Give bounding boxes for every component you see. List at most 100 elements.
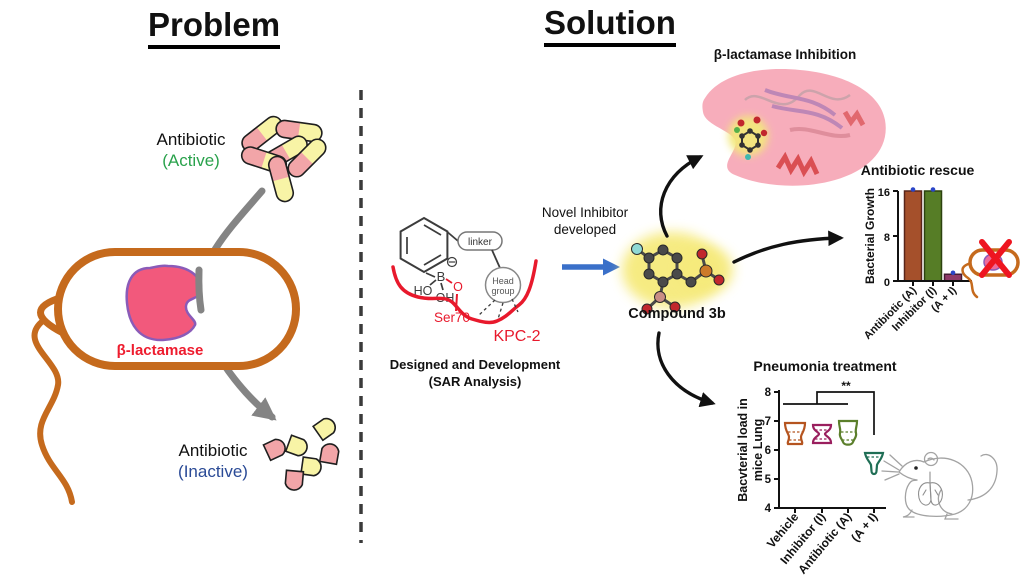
ytick-label: 5 [765,474,772,486]
mouse-tail [967,453,998,501]
bar-chart-ylabel: Bacterial Growth [863,188,877,284]
broken-pill-half [284,434,308,457]
pill-capsule [287,138,327,178]
compound-3b-molecule [622,232,733,315]
ytick-label: 8 [765,387,772,399]
violin-ylabel-1: Bacvterial load in [736,398,750,502]
degradation-arrow-overlay [195,266,205,314]
beta-lactamase-label: β-lactamase [116,342,204,359]
bar-chart-antibiotic-rescue: Bacterial Growth 16 8 0 Antibiotic (A) I… [862,187,972,342]
violin-yticks [774,391,779,509]
phosphorus-atom [699,264,713,278]
violin-quartiles [788,431,802,441]
violin-quartiles [841,431,855,441]
ser70-label: Ser70 [434,310,470,325]
protein-helix [842,109,866,127]
active-pills-cluster [240,115,327,203]
problem-title: Problem [148,7,281,49]
boron-atom-label: B [437,269,446,284]
binding-pocket-curve [391,259,538,325]
violin-plot-pneumonia: Bacvterial load in mice Lung 8 7 6 5 4 *… [736,379,886,576]
benzene-double-bonds [406,224,442,266]
ytick-label: 0 [884,277,890,289]
kpc2-label: KPC-2 [493,328,540,345]
antibiotic-inactive-label: Antibiotic (Inactive) [153,441,273,482]
ytick-label: 16 [878,187,890,199]
violin-quartiles [815,429,829,440]
fluorine-atom [631,243,643,255]
novel-inhibitor-line1: Novel Inhibitor [541,205,629,220]
pill-capsule [267,155,295,203]
broken-pill-half [262,438,286,462]
protein-inhibitor-complex [702,69,886,186]
ytick-label: 7 [765,416,771,428]
boron-atom [654,291,666,303]
flagellum [31,317,75,505]
significance-bracket [783,391,875,435]
compound-3b-label: Compound 3b [628,306,726,322]
designed-inhibitor-structure: linker Head group B HO OH O Ser70 KPC-2 [391,216,541,345]
mouse-illustration [881,451,998,520]
bound-inhibitor [734,116,768,160]
mouse-eye [914,466,918,470]
mouse-lungs [918,471,943,506]
bond-linker-head [491,249,501,269]
head-group-circle [484,266,522,304]
hydrogen-bond-dashes [477,298,519,320]
solution-title: Solution [544,5,676,47]
arrow-to-inhibition [658,155,704,238]
red-cross-icon [979,239,1012,278]
active-state-word: (Active) [162,150,220,170]
bar-chart-xticks [912,281,954,286]
protein-ribbons [744,88,851,138]
violin [783,421,807,446]
pneumonia-chart-title: Pneumonia treatment [753,358,897,374]
bond-ring-linker [446,231,459,242]
inactive-state-word: (Inactive) [178,461,248,481]
broken-pill-half [300,456,322,477]
violin-category-label: (A + I) [848,510,880,544]
novel-inhibitor-line2: developed [553,221,617,237]
head-group-label-1: Head [492,276,514,286]
design-caption-line2: (SAR Analysis) [428,373,522,389]
protein-helix [775,151,820,178]
data-point [910,187,916,192]
data-point [950,270,956,276]
design-caption: Designed and Development (SAR Analysis) [383,357,567,391]
novel-inhibitor-arrow [562,258,620,276]
head-group-label-2: group [491,286,514,296]
ytick-label: 4 [765,503,772,515]
violin-axes [778,390,886,509]
inactive-pill-fragments [262,417,340,491]
bond-ring-boron [425,272,436,278]
pill-capsule [241,115,283,153]
arrow-to-rescue [732,230,844,264]
rescue-chart-title: Antibiotic rescue [860,162,975,178]
ytick-label: 8 [884,232,890,244]
antibiotic-active-word: Antibiotic [156,130,226,149]
broken-pill-half [318,443,340,466]
bar-chart-yticks [893,190,898,282]
antibiotic-active-label: Antibiotic (Active) [131,130,251,171]
beta-lactamase-enzyme [125,264,203,342]
violin-ylabel-2: mice Lung [751,419,765,482]
bar [923,190,943,282]
inhibition-panel-title: β-lactamase Inhibition [713,47,857,62]
oxygen-label: O [453,280,463,294]
significance-stars: ** [841,379,851,393]
violin [811,423,833,445]
bar [903,190,923,282]
broken-pill-half [311,417,336,442]
bond-b-oh [440,282,444,291]
data-point [930,187,936,192]
antibiotic-inactive-word: Antibiotic [178,441,248,460]
violin-xticks [794,508,875,513]
ho-label: HO [414,284,433,298]
negative-charge-icon [446,256,458,268]
bond-b-ho [429,279,437,286]
violin [863,451,885,476]
arrow-to-pneumonia [656,331,716,408]
design-caption-line1: Designed and Development [389,357,561,372]
